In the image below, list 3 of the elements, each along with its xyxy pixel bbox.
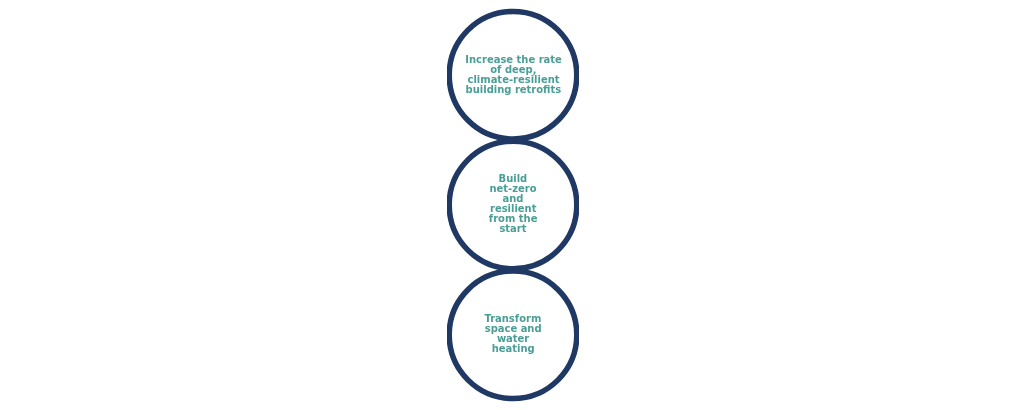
node-circle: Transform space and water heating bbox=[446, 268, 579, 402]
node-circle: Build net-zero and resilient from the start bbox=[446, 138, 579, 272]
node-circle: Increase the rate of deep, climate-resilient building retrofits bbox=[446, 8, 579, 142]
